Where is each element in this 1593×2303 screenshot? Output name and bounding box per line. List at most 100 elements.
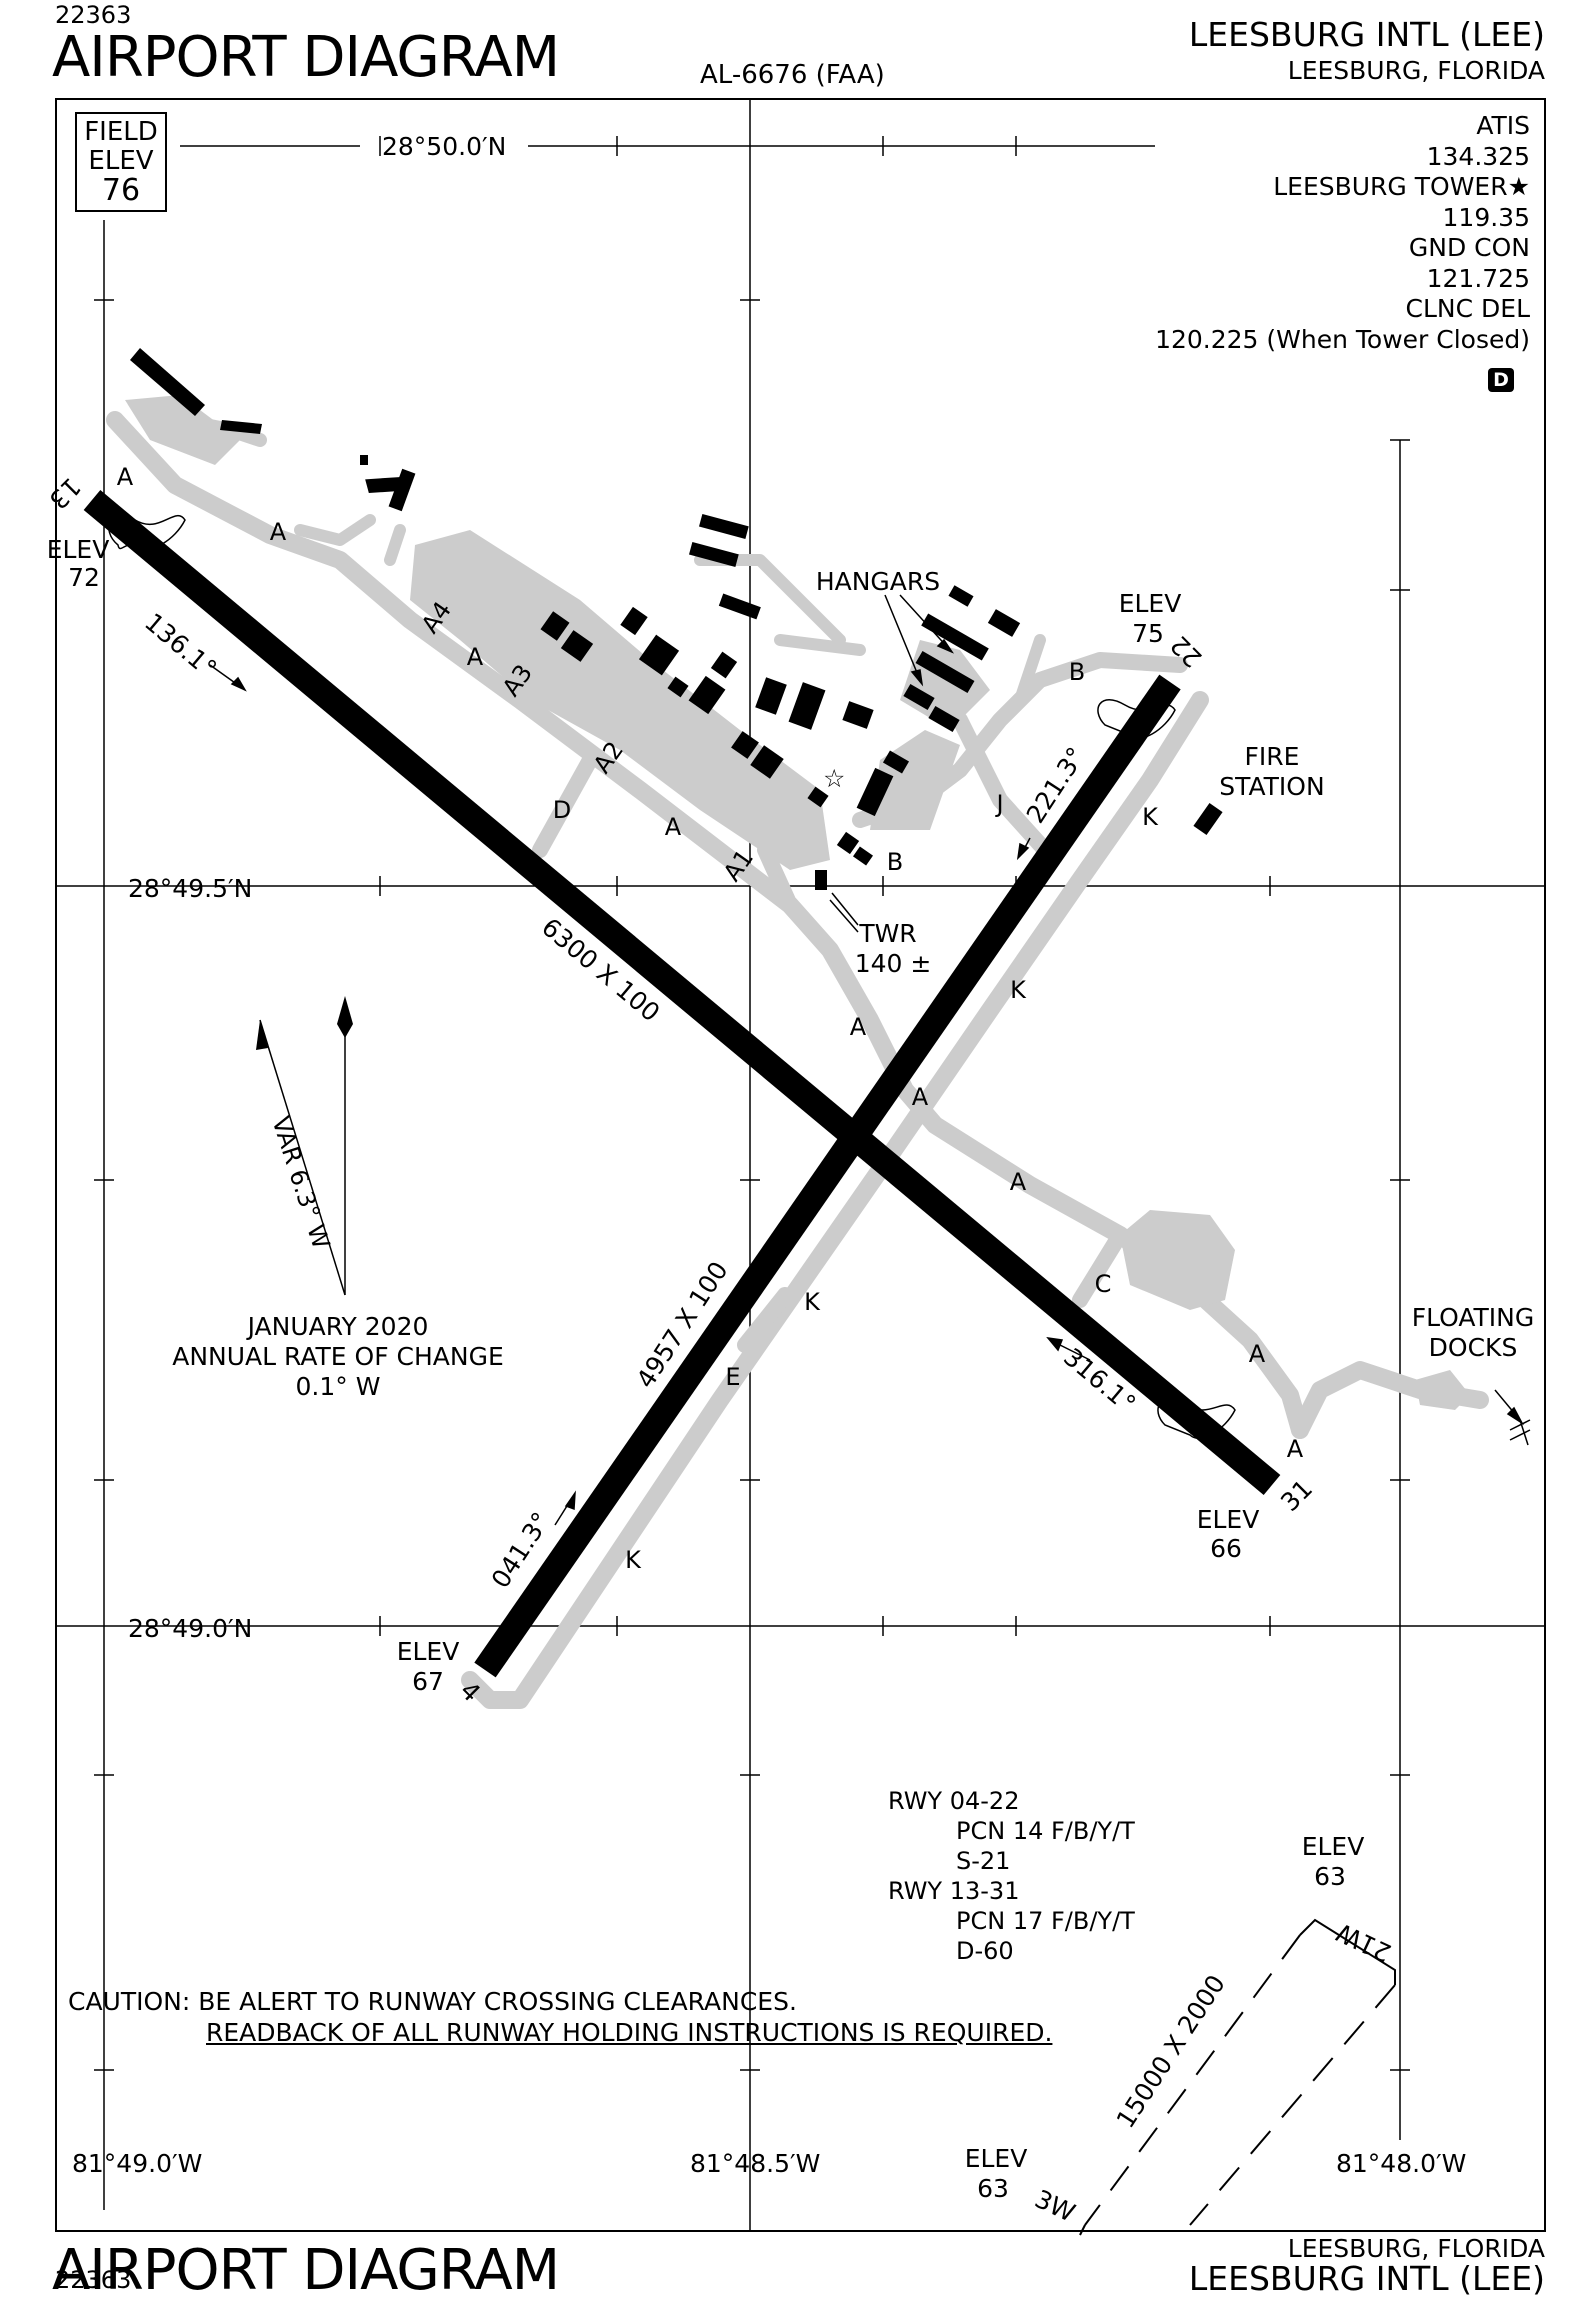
mag-date: JANUARY 2020 bbox=[246, 1312, 429, 1341]
rwy31-elev-label: ELEV bbox=[1197, 1505, 1260, 1534]
taxiway-system bbox=[106, 411, 1489, 1709]
freq-ground-value: 121.725 bbox=[1426, 263, 1530, 293]
pcn-rwy-04-22-value: PCN 14 F/B/Y/T bbox=[956, 1817, 1135, 1845]
twy-label-k: K bbox=[804, 1288, 821, 1316]
twy-label-k: K bbox=[625, 1546, 642, 1574]
taxiway-k bbox=[461, 691, 1209, 1709]
twy-label-d: D bbox=[553, 796, 571, 824]
seaplane-elev-b-label: ELEV bbox=[1302, 1832, 1365, 1861]
freq-atis-value: 134.325 bbox=[1426, 141, 1530, 171]
twy-label-b: B bbox=[1069, 658, 1085, 686]
seaplane-elev-a-label: ELEV bbox=[965, 2144, 1028, 2173]
freq-clearance-value: 120.225 (When Tower Closed) bbox=[1155, 324, 1530, 354]
seaplane-end-3w: 3W bbox=[1030, 2184, 1079, 2227]
field-elev-line2: ELEV bbox=[88, 146, 154, 176]
procedure-id: AL-6676 (FAA) bbox=[700, 60, 885, 90]
rwy31-elev-value: 66 bbox=[1210, 1534, 1242, 1563]
rwy13-elev-value: 72 bbox=[68, 563, 100, 592]
rwy13-end-label: 13 bbox=[43, 472, 86, 515]
lon-left-label: 81°49.0′W bbox=[72, 2149, 202, 2178]
twy-label-k: K bbox=[1142, 803, 1159, 831]
lat-mid-label: 28°49.5′N bbox=[128, 874, 252, 903]
rwy13-heading: 136.1° bbox=[139, 607, 222, 683]
seaplane-elev-b-value: 63 bbox=[1314, 1862, 1346, 1891]
heading-arrows bbox=[209, 594, 1531, 1526]
map-frame bbox=[55, 98, 1546, 2232]
title-bottom: AIRPORT DIAGRAM bbox=[52, 2238, 560, 2303]
floating-docks-label-2: DOCKS bbox=[1429, 1333, 1518, 1362]
apron-nw bbox=[125, 395, 240, 465]
pcn-rwy-04-22-weight: S-21 bbox=[956, 1847, 1011, 1875]
grid-ticks bbox=[94, 136, 1410, 2071]
doc-number-top: 22363 bbox=[55, 1, 132, 29]
pcn-rwy-04-22: RWY 04-22 bbox=[888, 1787, 1020, 1815]
runways bbox=[83, 490, 1281, 1678]
taxiway-c bbox=[1072, 1227, 1128, 1308]
fire-station-label-1: FIRE bbox=[1245, 742, 1300, 771]
mag-variation: VAR 6.3° W bbox=[266, 1113, 335, 1252]
freq-atis-label: ATIS bbox=[1476, 111, 1530, 140]
main-apron bbox=[410, 530, 830, 870]
pcn-block: RWY 04-22 PCN 14 F/B/Y/T S-21 RWY 13-31 … bbox=[888, 1786, 1135, 1966]
caution-block: CAUTION: BE ALERT TO RUNWAY CROSSING CLE… bbox=[68, 1986, 1052, 2048]
title-top: AIRPORT DIAGRAM bbox=[52, 25, 560, 90]
twy-label-a: A bbox=[117, 463, 134, 491]
lat-top-label: 28°50.0′N bbox=[382, 132, 506, 161]
freq-clearance-label: CLNC DEL bbox=[1405, 294, 1530, 323]
twy-label-a: A bbox=[467, 643, 484, 671]
rwy4-elev-label: ELEV bbox=[397, 1637, 460, 1666]
caution-line2: READBACK OF ALL RUNWAY HOLDING INSTRUCTI… bbox=[206, 2018, 1053, 2047]
field-elev-box: FIELD ELEV 76 bbox=[75, 112, 167, 212]
runway-13-31 bbox=[83, 490, 1281, 1495]
taxiway-d bbox=[532, 752, 598, 858]
freq-ground-label: GND CON bbox=[1408, 233, 1530, 262]
twy-label-e: E bbox=[725, 1363, 740, 1391]
location-bottom: LEESBURG, FLORIDA bbox=[1287, 2234, 1545, 2263]
pcn-rwy-13-31: RWY 13-31 bbox=[888, 1877, 1020, 1905]
seaplane-elev-a-value: 63 bbox=[977, 2174, 1009, 2203]
fire-station-label-2: STATION bbox=[1219, 772, 1324, 801]
field-elev-line1: FIELD bbox=[84, 117, 158, 147]
airport-name-top: LEESBURG INTL (LEE) bbox=[1188, 15, 1545, 54]
tower-elev: 140 ± bbox=[855, 949, 932, 978]
rwy22-elev-label: ELEV bbox=[1119, 589, 1182, 618]
pcn-rwy-13-31-weight: D-60 bbox=[956, 1937, 1014, 1965]
twy-label-k: K bbox=[1010, 976, 1027, 1004]
rwy13-elev-label: ELEV bbox=[47, 535, 110, 564]
doc-number-bottom: 22363 bbox=[55, 2266, 132, 2294]
lon-mid-label: 81°48.5′W bbox=[690, 2149, 820, 2178]
hangars-label: HANGARS bbox=[816, 567, 940, 596]
frequency-block: ATIS 134.325 LEESBURG TOWER★ 119.35 GND … bbox=[1155, 111, 1530, 355]
mag-rate-value: 0.1° W bbox=[296, 1372, 381, 1401]
runway-4-22 bbox=[474, 674, 1181, 1678]
freq-tower-value: 119.35 bbox=[1442, 202, 1530, 232]
caution-line1: BE ALERT TO RUNWAY CROSSING CLEARANCES. bbox=[198, 1987, 797, 2016]
lighting-symbols bbox=[108, 514, 1236, 1439]
twy-label-a: A bbox=[1010, 1168, 1027, 1196]
twy-label-a: A bbox=[1287, 1435, 1304, 1463]
taxiway-j bbox=[952, 712, 1053, 858]
buildings bbox=[130, 348, 1223, 882]
beacon-star-icon: ☆ bbox=[823, 764, 845, 793]
freq-tower-label: LEESBURG TOWER★ bbox=[1273, 172, 1530, 201]
mag-rate-label: ANNUAL RATE OF CHANGE bbox=[172, 1342, 504, 1371]
tower-marker bbox=[815, 878, 827, 890]
twy-label-a: A bbox=[1249, 1340, 1266, 1368]
twy-label-a: A bbox=[270, 518, 287, 546]
twy-label-j: J bbox=[994, 790, 1003, 818]
caution-prefix: CAUTION: bbox=[68, 1987, 191, 2016]
twy-label-a: A bbox=[665, 813, 682, 841]
pcn-rwy-13-31-value: PCN 17 F/B/Y/T bbox=[956, 1907, 1135, 1935]
seaplane-end-21w: 21W bbox=[1332, 1917, 1395, 1967]
field-elev-value: 76 bbox=[101, 173, 141, 208]
twy-label-c: C bbox=[1095, 1270, 1112, 1298]
magnetic-arrows bbox=[256, 996, 353, 1296]
location-top: LEESBURG, FLORIDA bbox=[1287, 56, 1545, 85]
aprons bbox=[125, 395, 1470, 1410]
taxiway-e bbox=[737, 1287, 793, 1353]
rwy22-elev-value: 75 bbox=[1132, 619, 1164, 648]
rwy4-elev-value: 67 bbox=[412, 1667, 444, 1696]
lon-right-label: 81°48.0′W bbox=[1336, 2149, 1466, 2178]
twy-label-a: A bbox=[850, 1013, 867, 1041]
